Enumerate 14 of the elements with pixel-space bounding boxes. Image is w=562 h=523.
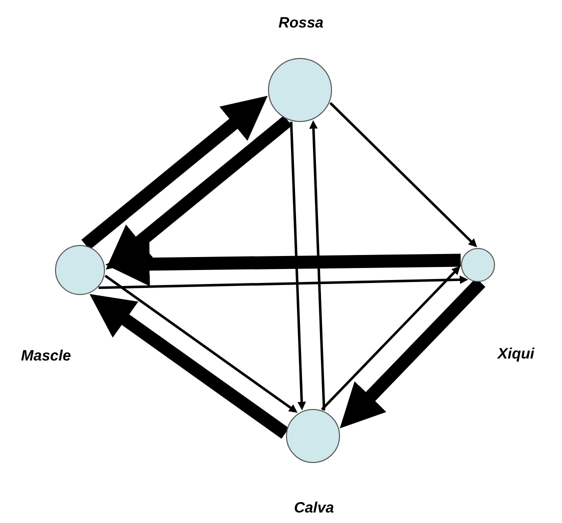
arrow: [290, 122, 306, 410]
arrow: [98, 276, 468, 290]
arrow: [105, 242, 461, 286]
arrow: [104, 274, 298, 413]
arrow: [90, 294, 290, 439]
node-label: Xiqui: [498, 346, 534, 362]
arrow: [320, 266, 460, 410]
arrow: [309, 120, 326, 410]
arrow: [81, 96, 268, 250]
node-label: Mascle: [20, 348, 72, 364]
node-label: Calva: [294, 500, 334, 516]
arrow: [329, 102, 478, 248]
arrow: [106, 116, 292, 270]
node-label: Rossa: [278, 14, 324, 32]
